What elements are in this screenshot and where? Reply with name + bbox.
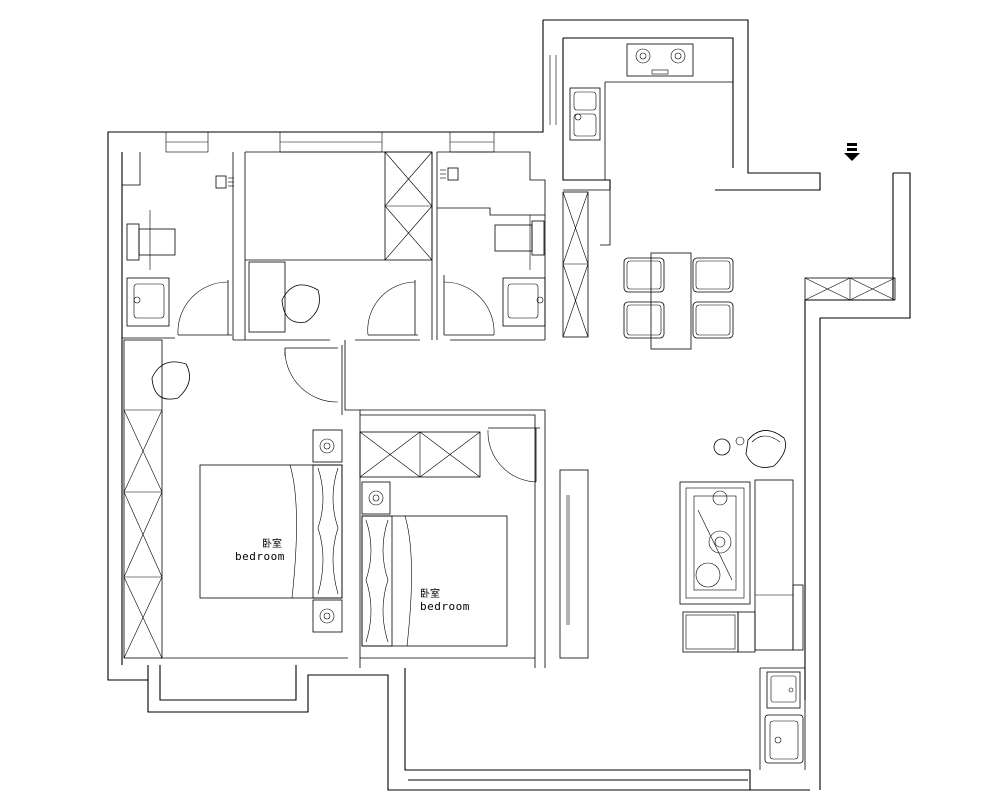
wash-basin [126, 277, 170, 327]
room-label-en: bedroom [420, 600, 470, 613]
nightstand [312, 429, 343, 463]
room-label-cn: 卧室 [420, 587, 440, 600]
armchair [151, 361, 190, 400]
room-label-cn: 卧室 [262, 537, 282, 550]
double-bed [361, 515, 508, 647]
interior-walls [122, 81, 806, 770]
stove [626, 43, 694, 77]
nightstand [361, 481, 391, 515]
living-room [679, 430, 804, 653]
dining-set [623, 252, 734, 350]
entrance-arrow-icon [844, 143, 860, 161]
nightstand [312, 599, 343, 633]
study-room [245, 151, 433, 333]
sofa [682, 479, 804, 653]
dining-chair [692, 301, 734, 339]
desk-chair [281, 284, 320, 323]
wardrobe [123, 339, 163, 659]
center-bedroom [359, 431, 508, 647]
fridge-cabinet [562, 191, 589, 338]
dining-table [650, 252, 692, 350]
kitchen-sink [569, 87, 601, 141]
coffee-table [679, 481, 751, 605]
desk [248, 261, 286, 333]
right-bathroom [440, 167, 546, 327]
double-bed [199, 464, 343, 599]
utility-area [764, 671, 804, 764]
dining-chair [692, 257, 734, 293]
doors [177, 275, 540, 483]
dining-chair [623, 257, 665, 293]
lounge-chair [713, 430, 787, 468]
dining-chair [623, 301, 665, 339]
entry-cabinet [804, 277, 896, 301]
room-label-en: bedroom [235, 550, 285, 563]
left-bathroom [126, 175, 234, 327]
top-windows [165, 55, 557, 153]
toilet [126, 223, 140, 261]
room-labels: 卧室 bedroom 卧室 bedroom [235, 537, 470, 613]
left-bedroom [123, 339, 343, 659]
wash-basin [502, 277, 546, 327]
kitchen [562, 43, 694, 338]
exterior-walls [107, 19, 911, 791]
toilet [494, 224, 533, 252]
